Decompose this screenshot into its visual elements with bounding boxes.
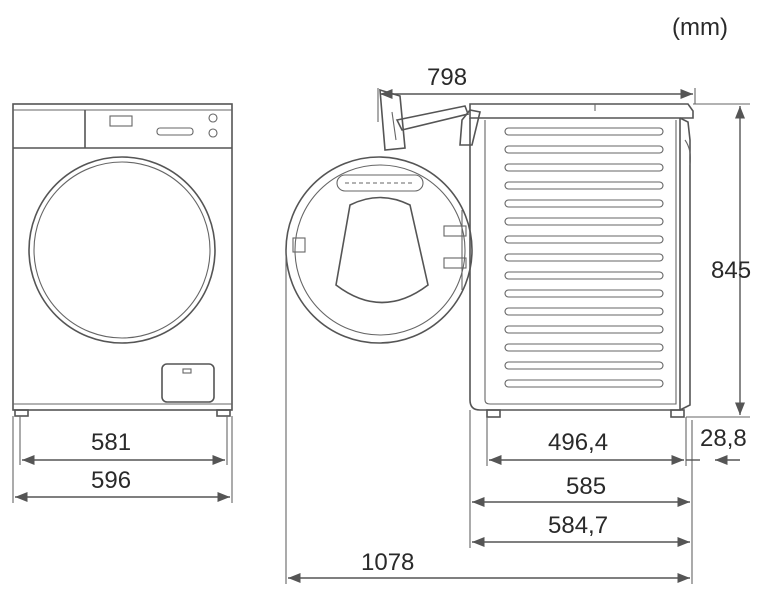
foot-right [216, 409, 231, 417]
front-body-outline [12, 103, 233, 411]
door-outer-ring [28, 156, 216, 344]
program-display [156, 127, 194, 136]
dimension-596: 596 [91, 467, 131, 494]
dimension-798: 798 [427, 64, 467, 91]
knob-top [208, 113, 218, 123]
unit-label: (mm) [672, 14, 728, 41]
side-view: 798 845 496,4 28,8 585 584,7 1078 [285, 64, 751, 584]
side-body-outline [469, 118, 681, 411]
detergent-drawer [395, 105, 470, 131]
dimension-585: 585 [566, 473, 606, 500]
dimension-584-7: 584,7 [548, 512, 608, 539]
side-foot-back [670, 409, 685, 418]
hinge-bottom [443, 257, 467, 269]
door-grip [336, 174, 424, 192]
dimension-496-4: 496,4 [548, 429, 608, 456]
hinge-top [443, 225, 467, 237]
dimension-581: 581 [91, 429, 131, 456]
front-view: 581 596 [12, 103, 233, 503]
door-inner-ring [33, 161, 211, 339]
side-ribs [504, 127, 664, 388]
side-foot-front [486, 409, 501, 418]
dimension-1078: 1078 [361, 549, 414, 576]
top-plate [469, 103, 694, 119]
open-door-outer [285, 156, 473, 344]
dimension-845: 845 [711, 257, 751, 284]
foot-left [14, 409, 29, 417]
side-control-panel [459, 109, 481, 146]
door-glass [335, 196, 429, 304]
open-door-inner [294, 164, 466, 336]
knob-bottom [208, 128, 218, 138]
drawer-handle [379, 88, 406, 151]
door-latch [292, 237, 306, 253]
display-panel [109, 115, 133, 127]
dimension-28-8: 28,8 [700, 425, 747, 452]
filter-cover [161, 363, 215, 403]
